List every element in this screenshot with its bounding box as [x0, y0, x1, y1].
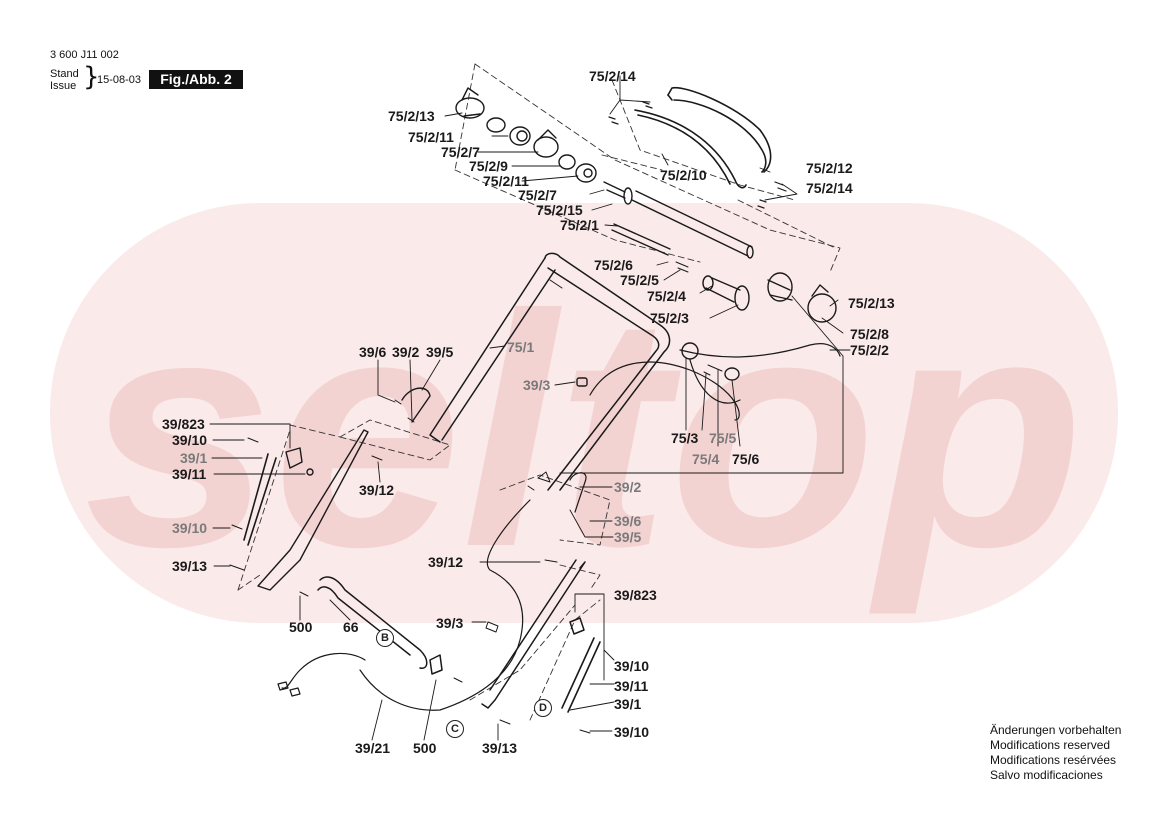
callout-75-3: 75/3 [671, 430, 699, 446]
callout-39-3-top: 39/3 [523, 377, 551, 393]
callout-39-12-left: 39/12 [359, 482, 395, 498]
cables [281, 343, 841, 711]
callout-75-4: 75/4 [692, 451, 720, 467]
callout-75-2-6: 75/2/6 [594, 257, 633, 273]
note-es: Salvo modificaciones [990, 768, 1103, 782]
left-arm-assembly [229, 429, 383, 591]
callout-39-2-lower: 39/2 [614, 479, 642, 495]
callout-500-left: 500 [289, 619, 313, 635]
callout-39-21: 39/21 [355, 740, 391, 756]
callout-75-2-11-a: 75/2/11 [408, 129, 454, 145]
callout-75-2-13-top: 75/2/13 [388, 108, 435, 124]
issue-date: 15-08-03 [97, 74, 142, 86]
callout-75-2-2: 75/2/2 [850, 342, 889, 358]
callout-75-2-7-a: 75/2/7 [441, 144, 480, 160]
modification-notes: Änderungen vorbehalten Modifications res… [990, 723, 1121, 783]
callout-39-11-right: 39/11 [614, 678, 649, 694]
pins [608, 101, 787, 209]
callout-39-5-lower: 39/5 [614, 529, 642, 545]
callout-39-6-lower: 39/6 [614, 513, 642, 529]
issue-label: Issue [50, 80, 77, 92]
note-fr: Modifications resérvées [990, 753, 1117, 767]
callout-75-2-5: 75/2/5 [620, 272, 659, 288]
callout-39-1-right: 39/1 [614, 696, 642, 712]
callout-39-10-d: 39/10 [614, 724, 650, 740]
leader-lines [209, 75, 851, 741]
callout-75-2-14-right: 75/2/14 [806, 180, 853, 196]
callout-75-2-11-b: 75/2/11 [483, 173, 529, 189]
callout-75-2-14-top: 75/2/14 [589, 68, 636, 84]
callout-75-2-7-b: 75/2/7 [518, 187, 557, 203]
callout-75-2-13-right: 75/2/13 [848, 295, 895, 311]
callout-500-lower: 500 [413, 740, 437, 756]
callout-39-3-lower: 39/3 [436, 615, 464, 631]
part-number: 3 600 J11 002 [50, 49, 119, 61]
callout-39-11-left: 39/11 [172, 466, 207, 482]
callout-75-5: 75/5 [709, 430, 737, 446]
note-en: Modifications reserved [990, 738, 1111, 752]
callout-39-10-b: 39/10 [172, 520, 208, 536]
callout-39-1-left: 39/1 [180, 450, 208, 466]
callout-75-6: 75/6 [732, 451, 760, 467]
lower-right-tube [481, 471, 601, 734]
wire-connectors [277, 681, 301, 697]
callout-75-2-8: 75/2/8 [850, 326, 889, 342]
watermark-text: seltop [84, 246, 1084, 617]
callout-75-2-10: 75/2/10 [660, 167, 707, 183]
callout-39-2-top: 39/2 [392, 344, 420, 360]
view-marker-c: C [446, 720, 464, 738]
callout-66: 66 [343, 619, 359, 635]
callout-39-10-c: 39/10 [614, 658, 650, 674]
callout-75-2-12: 75/2/12 [806, 160, 853, 176]
callout-75-2-9: 75/2/9 [469, 158, 508, 174]
callout-39-823-left: 39/823 [162, 416, 205, 432]
callout-75-2-15: 75/2/15 [536, 202, 583, 218]
callout-39-823-right: 39/823 [614, 587, 657, 603]
stand-label: Stand [50, 68, 79, 80]
callout-75-2-3: 75/2/3 [650, 310, 689, 326]
brace-symbol: } [83, 62, 100, 92]
shaft-parts [603, 181, 837, 323]
view-marker-b: B [376, 629, 394, 647]
callout-39-10-a: 39/10 [172, 432, 208, 448]
callout-39-5-top: 39/5 [426, 344, 454, 360]
top-handle [634, 86, 772, 189]
view-marker-d: D [534, 699, 552, 717]
figure-label: Fig./Abb. 2 [149, 70, 243, 89]
small-parts-middle [394, 342, 740, 423]
callout-75-1: 75/1 [507, 339, 535, 355]
callout-39-13-lower: 39/13 [482, 740, 518, 756]
callout-39-13-left: 39/13 [172, 558, 208, 574]
note-de: Änderungen vorbehalten [990, 723, 1122, 737]
watermark-backdrop [50, 203, 1118, 623]
callout-39-12-lower: 39/12 [428, 554, 464, 570]
callout-75-2-4: 75/2/4 [647, 288, 686, 304]
control-parts-upper [455, 87, 597, 183]
lower-handle [299, 576, 463, 683]
callout-39-6-top: 39/6 [359, 344, 387, 360]
callout-75-2-1: 75/2/1 [560, 217, 599, 233]
upper-handle [429, 252, 671, 491]
